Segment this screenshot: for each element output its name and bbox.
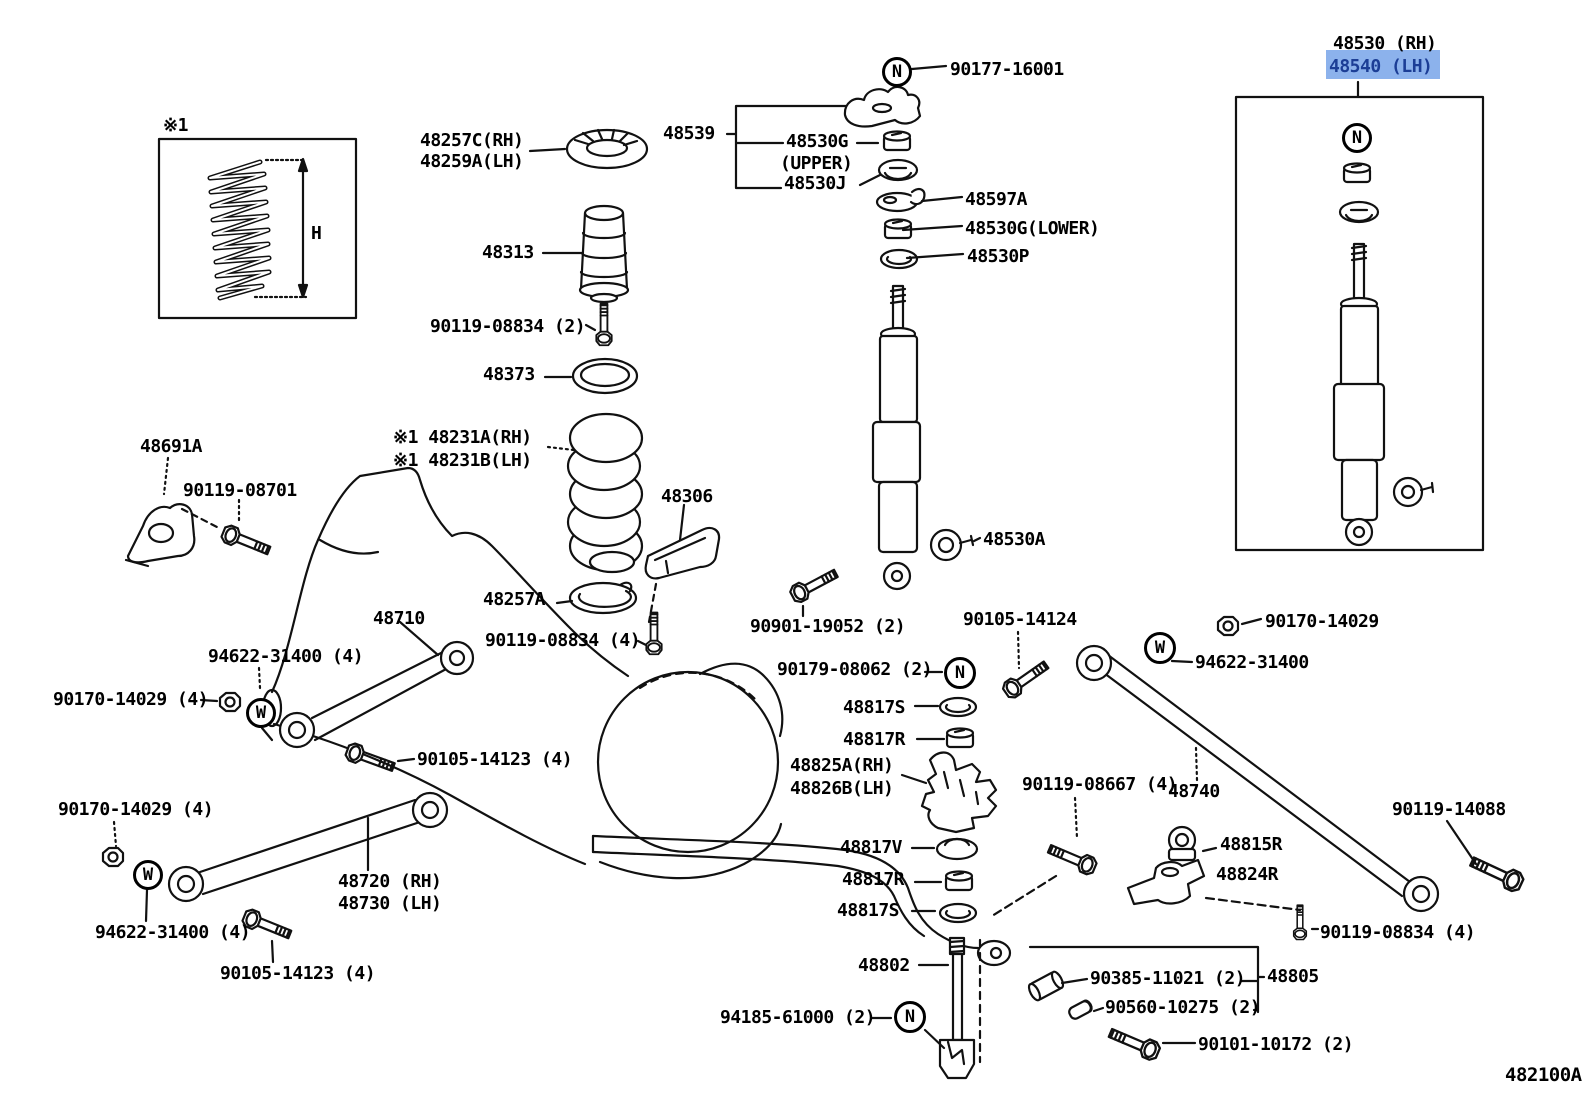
shock-absorber-lh-box (1234, 80, 1485, 552)
lateral-rod-bracket (124, 456, 274, 568)
part-label-48802[interactable]: 48802 (858, 955, 910, 976)
part-label-90119-08701[interactable]: 90119-08701 (183, 480, 297, 501)
upper-mount-parts (725, 64, 965, 270)
part-label-90170-14029-4a[interactable]: 90170-14029 (4) (53, 689, 209, 710)
part-label-94622-31400-c[interactable]: 94622-31400 (1195, 652, 1309, 673)
part-label-48730[interactable]: 48730 (LH) (338, 893, 442, 914)
circled-n-mark-0: N (882, 57, 912, 87)
circled-n-mark-3: N (1342, 123, 1372, 153)
part-label-94185-61000[interactable]: 94185-61000 (2) (720, 1007, 876, 1028)
part-label-48826b[interactable]: 48826B(LH) (790, 778, 894, 799)
shock-absorber-center (871, 284, 982, 591)
axle-housing (261, 466, 784, 880)
part-label-90119-08834-4a[interactable]: 90119-08834 (4) (485, 630, 641, 651)
part-label-90105-14124[interactable]: 90105-14124 (963, 609, 1077, 630)
part-label-48530g-lower[interactable]: 48530G(LOWER) (965, 218, 1100, 239)
part-label-90119-08667[interactable]: 90119-08667 (4) (1022, 774, 1178, 795)
spring-reference-box (157, 137, 358, 320)
part-label-48825a[interactable]: 48825A(RH) (790, 755, 894, 776)
part-label-48815r[interactable]: 48815R (1220, 834, 1283, 855)
circled-w-mark-5: W (133, 860, 163, 890)
part-label-48817r-2[interactable]: 48817R (842, 869, 905, 890)
circled-w-mark-6: W (1144, 632, 1176, 664)
part-label-48231a[interactable]: ※1 48231A(RH) (393, 427, 532, 448)
part-label-48530a[interactable]: 48530A (983, 529, 1046, 550)
part-label-48720[interactable]: 48720 (RH) (338, 871, 442, 892)
part-label-90901-19052[interactable]: 90901-19052 (2) (750, 616, 906, 637)
stabilizer-bracket-parts (900, 696, 1100, 924)
lower-control-rod (101, 791, 449, 964)
part-label-48691a[interactable]: 48691A (140, 436, 203, 457)
part-label-48540-lh[interactable]: 48540 (LH) (1329, 56, 1433, 77)
spring-bumper (636, 503, 721, 656)
part-label-94622-31400-4b[interactable]: 94622-31400 (4) (95, 922, 251, 943)
part-label-48259a[interactable]: 48259A(LH) (420, 151, 524, 172)
track-bar (1075, 615, 1527, 941)
part-label-90179-08062[interactable]: 90179-08062 (2) (777, 659, 933, 680)
part-label-48530j[interactable]: 48530J (784, 173, 847, 194)
selected-part-highlight (1326, 50, 1440, 79)
part-label-48817r-1[interactable]: 48817R (843, 729, 906, 750)
part-label-90170-14029-4b[interactable]: 90170-14029 (4) (58, 799, 214, 820)
part-label-94622-31400-4a[interactable]: 94622-31400 (4) (208, 646, 364, 667)
part-label-48313[interactable]: 48313 (482, 242, 534, 263)
part-label-upper-paren: (UPPER) (780, 153, 853, 174)
part-label-90105-14123-4b[interactable]: 90105-14123 (4) (220, 963, 376, 984)
circled-n-mark-1: N (944, 657, 976, 689)
part-label-48710[interactable]: 48710 (373, 608, 425, 629)
part-label-48530p[interactable]: 48530P (967, 246, 1030, 267)
part-label-48257c[interactable]: 48257C(RH) (420, 130, 524, 151)
part-label-48231b[interactable]: ※1 48231B(LH) (393, 450, 532, 471)
circled-n-mark-2: N (894, 1001, 926, 1033)
part-label-90101-10172[interactable]: 90101-10172 (2) (1198, 1034, 1354, 1055)
part-label-48530g-upper[interactable]: 48530G (786, 131, 849, 152)
part-label-90385-11021[interactable]: 90385-11021 (2) (1090, 968, 1246, 989)
mount-bolts (787, 564, 1053, 702)
part-label-48805[interactable]: 48805 (1267, 966, 1319, 987)
part-label-90170-14029-c[interactable]: 90170-14029 (1265, 611, 1379, 632)
part-label-48597a[interactable]: 48597A (965, 189, 1028, 210)
part-label-48740[interactable]: 48740 (1168, 781, 1220, 802)
part-label-48817s-2[interactable]: 48817S (837, 900, 900, 921)
part-label-48817v[interactable]: 48817V (840, 837, 903, 858)
part-label-90119-08834-2[interactable]: 90119-08834 (2) (430, 316, 586, 337)
part-label-48530-rh[interactable]: 48530 (RH) (1333, 33, 1437, 54)
part-label-90560-10275[interactable]: 90560-10275 (2) (1105, 997, 1261, 1018)
upper-control-rod (199, 620, 475, 777)
coil-spring-parts (528, 128, 649, 615)
part-label-90105-14123-4a[interactable]: 90105-14123 (4) (417, 749, 573, 770)
part-label-48539[interactable]: 48539 (663, 123, 715, 144)
part-label-dim-h: H (311, 223, 322, 244)
part-label-48257a[interactable]: 48257A (483, 589, 546, 610)
part-label-48817s-1[interactable]: 48817S (843, 697, 906, 718)
stabilizer-bar (591, 834, 1266, 1080)
part-label-48373[interactable]: 48373 (483, 364, 535, 385)
figure-code: 482100A (1505, 1064, 1582, 1086)
part-label-90119-08834-4b[interactable]: 90119-08834 (4) (1320, 922, 1476, 943)
part-label-48824r[interactable]: 48824R (1216, 864, 1279, 885)
circled-w-mark-4: W (246, 698, 276, 728)
part-label-90177-16001[interactable]: 90177-16001 (950, 59, 1064, 80)
part-label-48306[interactable]: 48306 (661, 486, 713, 507)
part-label-ref-mark: ※1 (163, 115, 188, 136)
part-label-90119-14088[interactable]: 90119-14088 (1392, 799, 1506, 820)
